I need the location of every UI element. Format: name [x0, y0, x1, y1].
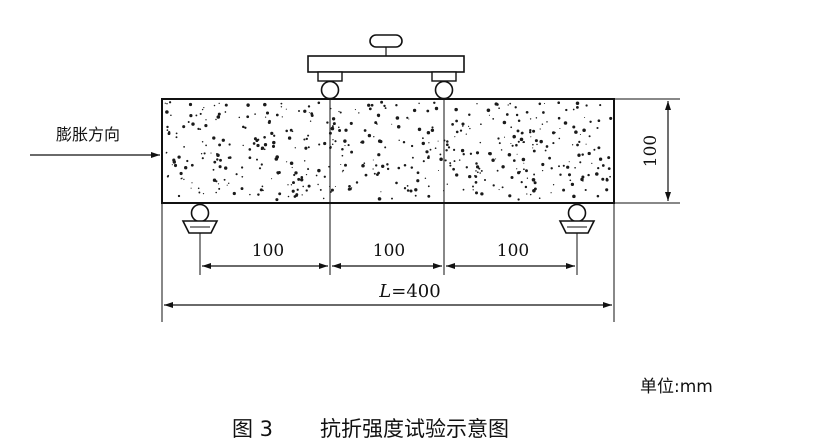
caption-number: 图 3 — [232, 417, 273, 441]
length-value: =400 — [391, 281, 440, 302]
load-roller-left — [320, 80, 340, 100]
height-dimension-label: 100 — [641, 135, 661, 167]
height-dimension: 100 — [614, 98, 680, 204]
span-2-label: 100 — [373, 241, 405, 261]
loading-head — [307, 34, 465, 100]
figure-caption: 图 3 抗折强度试验示意图 — [232, 417, 509, 441]
length-dimension: L=400 — [164, 281, 612, 308]
span-3-label: 100 — [497, 241, 529, 261]
length-symbol: L — [378, 281, 391, 302]
caption-title: 抗折强度试验示意图 — [320, 417, 509, 441]
support-left — [181, 203, 219, 234]
length-dimension-label: L=400 — [378, 281, 440, 302]
loading-beam — [307, 55, 465, 73]
expansion-direction: 膨胀方向 — [30, 125, 160, 158]
extension-lines — [161, 203, 615, 322]
expansion-direction-label: 膨胀方向 — [56, 125, 120, 144]
aggregate-speckles — [164, 100, 613, 202]
concrete-beam — [161, 98, 615, 204]
span-dimensions: 100 100 100 — [202, 241, 575, 269]
span-1-label: 100 — [252, 241, 284, 261]
load-roller-right — [434, 80, 454, 100]
loading-knob — [369, 34, 403, 48]
unit-note: 单位:mm — [640, 377, 713, 397]
support-right — [558, 203, 596, 234]
